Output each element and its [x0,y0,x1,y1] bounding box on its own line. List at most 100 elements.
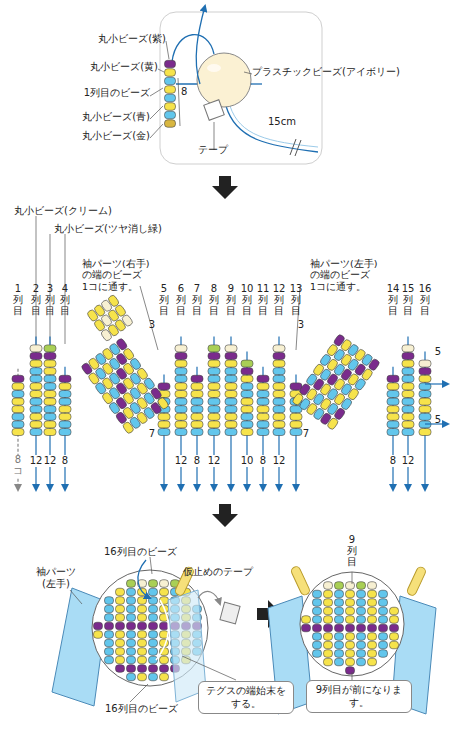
bead [138,605,147,613]
bead [335,599,344,607]
bead [116,622,125,630]
bead [313,624,322,632]
label: 13列目 [289,284,303,316]
bead [368,599,377,607]
bead [116,631,125,639]
bead [335,658,344,666]
temporary-tape [406,566,427,597]
bead-ball [300,572,404,676]
bead [313,633,322,641]
bead [313,641,322,649]
bead [402,398,414,405]
label: 袖パーツ(左手) [33,566,79,589]
plastic-bead [197,53,251,107]
bead [368,624,377,632]
bead [30,391,42,398]
bead [160,665,169,673]
label: 丸小ビーズ(金) [82,130,150,142]
bead [402,429,414,436]
bead [105,605,114,613]
bead [12,429,24,436]
bead [324,582,333,590]
bead [138,665,147,673]
thread-arrow [425,383,448,384]
bead [419,406,431,413]
bead [241,421,253,428]
bead [175,353,187,360]
label: 7 [303,428,309,440]
bead [116,648,125,656]
bead [116,614,125,622]
label: 10列目 [240,284,254,316]
bead [127,588,136,596]
bead [273,406,285,413]
bead [290,421,302,428]
bead [175,360,187,367]
bead [191,421,203,428]
bead [225,429,237,436]
bead [138,597,147,605]
bead [127,673,136,681]
label: 12 [29,455,44,467]
bead [165,103,176,111]
bead [160,622,169,630]
label: 5 [435,414,441,426]
bead [44,406,56,413]
bead [225,398,237,405]
bead [379,590,388,598]
bead [175,391,187,398]
bead [402,368,414,375]
bead [387,383,399,390]
bead [402,353,414,360]
thread [252,83,262,84]
bead [30,345,42,352]
label: 12 [401,455,416,467]
bead [44,375,56,382]
bead [324,650,333,658]
bead [225,413,237,420]
label: 仮止めのテープ [183,566,253,578]
bead [357,658,366,666]
bead [44,413,56,420]
bead [346,607,355,615]
bead [419,360,431,367]
tape-scrap [220,602,240,624]
bead [379,650,388,658]
bead [165,69,176,77]
bead [335,616,344,624]
bead [59,375,71,382]
bead [335,590,344,598]
bead [175,406,187,413]
bead [149,665,158,673]
label: 丸小ビーズ(クリーム) [14,205,112,217]
bead [327,417,339,430]
bead [357,616,366,624]
bead [368,607,377,615]
bead [165,77,176,85]
bead [241,360,253,367]
bead [313,650,322,658]
bead [30,429,42,436]
label: 5列目 [157,284,171,316]
bead [402,375,414,382]
note-box: 9列目が前になります。 [306,680,412,713]
bead [357,624,366,632]
bead [387,413,399,420]
bead [379,607,388,615]
bead [273,398,285,405]
bead [12,413,24,420]
bead [324,590,333,598]
bead [116,665,125,673]
bead [149,588,158,596]
bead [290,413,302,420]
bead [346,633,355,641]
bead [419,375,431,382]
bead [191,429,203,436]
bead [44,429,56,436]
bead [208,345,220,352]
bead [402,391,414,398]
bead [257,383,269,390]
bead [138,656,147,664]
bead [127,631,136,639]
